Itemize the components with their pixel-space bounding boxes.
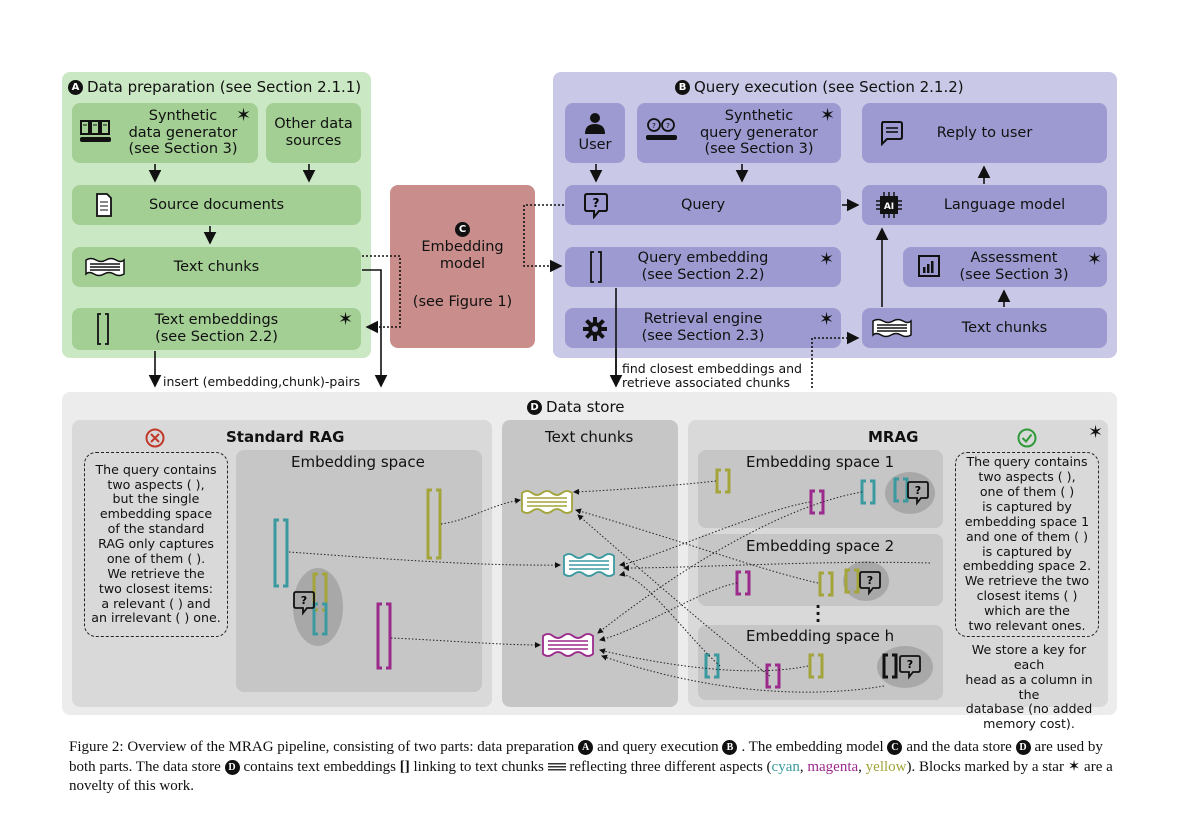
text-embeddings-box: Text embeddings (see Section 2.2): [72, 308, 361, 350]
user-box: User: [565, 103, 625, 163]
note-line: a relevant ( ) and: [101, 595, 211, 611]
badge-b-icon: B: [675, 80, 690, 95]
novelty-star-icon: ✶: [338, 309, 354, 330]
badge-d-icon: D: [224, 759, 240, 775]
document-factory-icon: [80, 120, 111, 142]
text-chunk-icon: [85, 257, 125, 277]
note-line: The query contains: [95, 461, 217, 477]
note-line: closest items ( ): [976, 588, 1078, 604]
ai-chip-icon: AI: [876, 192, 902, 218]
ellipsis-vertical: ···: [815, 597, 822, 630]
badge-d-icon: D: [527, 400, 542, 415]
note-line: database (no added: [965, 701, 1093, 717]
novelty-star-icon: ✶: [1067, 758, 1081, 775]
note-line: but the single: [112, 491, 200, 507]
novelty-star-icon: ✶: [819, 249, 835, 270]
embedding-vector-icon: [97, 313, 109, 345]
find-closest-label: find closest embeddings and retrieve ass…: [622, 361, 802, 391]
text-chunks-column-title: Text chunks: [545, 428, 634, 446]
error-cross-icon: [145, 428, 165, 448]
query-cluster-ellipse: [877, 646, 933, 688]
note-line: one of them ( ): [979, 484, 1075, 500]
novelty-star-icon: ✶: [1087, 249, 1103, 270]
note-line: RAG only captures: [98, 536, 214, 552]
chat-reply-icon: [881, 121, 903, 146]
note-line: The query contains: [966, 454, 1088, 470]
standard-rag-title: Standard RAG: [226, 428, 345, 446]
note-line: head as a column in the: [965, 671, 1093, 702]
query-factory-icon: ??: [646, 118, 677, 140]
language-model-box: Language model: [862, 185, 1107, 225]
insert-pairs-label: insert (embedding,chunk)-pairs: [163, 374, 361, 389]
figure-caption: Figure 2: Overview of the MRAG pipeline,…: [69, 739, 1113, 794]
svg-text:?: ?: [652, 122, 656, 130]
query-box: Query: [565, 185, 841, 225]
note-line: two closest items:: [98, 580, 214, 596]
note-line: and one of them ( ): [965, 528, 1089, 544]
badge-b-icon: B: [722, 740, 738, 756]
embedding-vector-icon: [590, 251, 602, 283]
note-line: embedding space 2.: [962, 558, 1092, 574]
gear-icon: [583, 317, 607, 341]
note-line: of the standard: [107, 521, 205, 537]
check-circle-icon: [1017, 428, 1037, 448]
embedding-model-box: C Embedding model (see Figure 1): [390, 185, 535, 348]
note-line: one of them ( ).: [106, 550, 206, 566]
retrieval-engine-box: Retrieval engine (see Section 2.3): [565, 308, 841, 348]
note-line: memory cost).: [983, 716, 1075, 732]
note-line: embedding space: [99, 506, 213, 522]
note-line: an irrelevant ( ) one.: [91, 610, 221, 626]
badge-d-icon: D: [1015, 740, 1031, 756]
note-line: We retrieve the two: [964, 573, 1090, 589]
badge-a-icon: A: [578, 740, 594, 756]
bar-chart-icon: [918, 255, 940, 277]
query-cluster-ellipse: [885, 472, 935, 514]
synthetic-query-generator-box: Synthetic query generator (see Section 3…: [637, 103, 841, 163]
novelty-star-icon: ✶: [820, 105, 836, 126]
text-chunks-column: [502, 420, 678, 707]
query-cluster-ellipse: [843, 561, 889, 601]
note-line: We retrieve the: [107, 565, 205, 581]
badge-a-icon: A: [68, 80, 83, 95]
note-line: two aspects ( ),: [107, 476, 205, 492]
badge-c-icon: C: [455, 221, 470, 237]
note-line: two aspects ( ),: [978, 469, 1076, 485]
text-chunk-icon: [872, 318, 912, 338]
query-embedding-box: Query embedding (see Section 2.2): [565, 247, 841, 287]
note-line: embedding space 1: [964, 513, 1090, 529]
note-line: two relevant ones.: [968, 617, 1086, 633]
novelty-star-icon: ✶: [819, 309, 835, 330]
embedding-vector-icon: []: [399, 758, 410, 775]
note-line: is captured by: [982, 498, 1072, 514]
novelty-star-icon: ✶: [1088, 422, 1104, 443]
text-chunk-icon: [547, 762, 566, 772]
query-cluster-ellipse: [293, 568, 343, 646]
novelty-star-icon: ✶: [236, 105, 252, 126]
svg-text:AI: AI: [884, 202, 894, 212]
source-documents-box: Source documents: [72, 185, 361, 225]
embedding-space-2-title: Embedding space 2: [746, 537, 895, 555]
note-line: We store a key for each: [971, 642, 1087, 672]
embedding-space-title: Embedding space: [291, 453, 425, 471]
embedding-space-1-title: Embedding space 1: [746, 453, 895, 471]
svg-text:?: ?: [666, 122, 670, 130]
synthetic-data-generator-box: Synthetic data generator (see Section 3): [72, 103, 258, 163]
assessment-box: Assessment (see Section 3): [903, 247, 1107, 287]
svg-text:?: ?: [593, 196, 600, 210]
other-data-sources-box: Other data sources: [266, 103, 361, 163]
note-line: is captured by: [982, 543, 1072, 559]
mrag-title: MRAG: [868, 428, 919, 446]
question-bubble-icon: ?: [584, 193, 608, 219]
user-icon: [585, 113, 605, 135]
note-line: which are the: [984, 602, 1070, 618]
badge-c-icon: C: [887, 740, 903, 756]
embedding-space-panel: [236, 450, 482, 692]
document-icon: [96, 193, 112, 217]
